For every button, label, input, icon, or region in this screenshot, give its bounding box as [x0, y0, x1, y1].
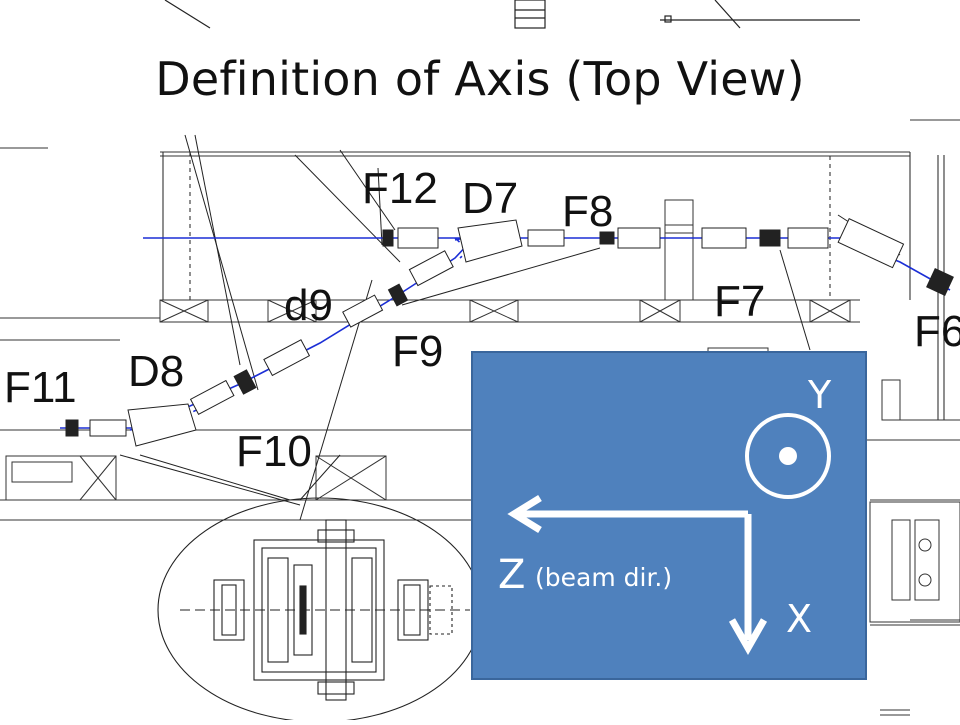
label-f6: F6 — [914, 307, 960, 356]
y-axis-label: Y — [807, 373, 832, 417]
beamline-elements — [65, 218, 954, 447]
axis-panel: Y Z (beam dir.) X — [471, 351, 867, 680]
label-d9: d9 — [284, 281, 333, 330]
label-f8: F8 — [562, 187, 613, 236]
x-axis-arrowhead-icon — [728, 618, 768, 656]
slide-title: Definition of Axis (Top View) — [155, 52, 805, 106]
y-axis-dot-icon — [779, 447, 797, 465]
label-d7: D7 — [462, 174, 518, 223]
label-f7: F7 — [714, 277, 765, 326]
label-f10: F10 — [236, 427, 312, 476]
top-fragments — [164, 0, 860, 29]
label-f9: F9 — [392, 327, 443, 376]
label-f12: F12 — [362, 164, 438, 213]
z-axis-note: (beam dir.) — [535, 563, 672, 592]
label-d8: D8 — [128, 347, 184, 396]
z-axis-label: Z — [498, 552, 525, 598]
z-axis-arrowhead-icon — [507, 495, 542, 533]
label-f11: F11 — [4, 363, 77, 412]
labels: F12 D7 F8 F7 F6 d9 F9 F11 D8 F10 — [4, 164, 960, 476]
x-axis-label: X — [786, 597, 812, 641]
inset-detail — [157, 497, 483, 723]
y-axis-out-of-page-icon — [745, 413, 831, 499]
wall-blocks — [5, 199, 851, 501]
